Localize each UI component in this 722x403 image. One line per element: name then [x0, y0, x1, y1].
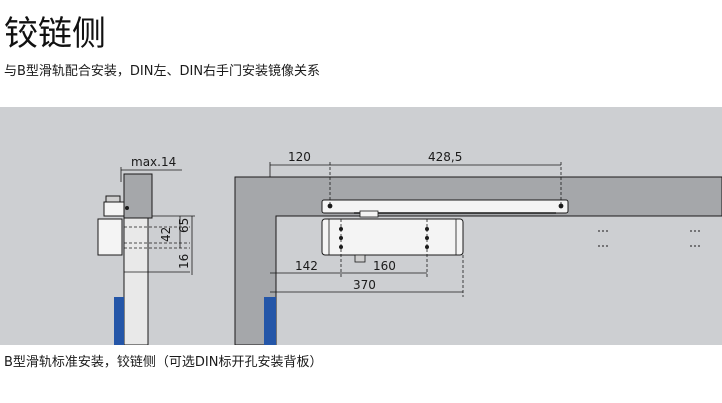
- dim-label-16: 16: [177, 254, 191, 269]
- closer-body-front: [321, 218, 464, 256]
- installation-diagram: max.14 42 65 16: [0, 107, 722, 345]
- dim-label-370: 370: [353, 278, 376, 292]
- diagram-caption: B型滑轨标准安装，铰链侧（可选DIN标开孔安装背板）: [4, 355, 323, 370]
- mounting-plate-front: [264, 297, 276, 345]
- dim-label-65: 65: [177, 218, 191, 233]
- dim-label-42: 42: [159, 227, 173, 242]
- pivot-pin: [125, 206, 129, 210]
- dim-label-max14: max.14: [131, 155, 176, 169]
- rail-slider: [359, 210, 379, 218]
- closer-arm-side: [103, 201, 125, 217]
- closer-spindle: [354, 254, 366, 263]
- page-subtitle: 与B型滑轨配合安装，DIN左、DIN右手门安装镜像关系: [4, 64, 321, 79]
- body-hole: [425, 236, 429, 240]
- closer-cap-side: [105, 195, 121, 203]
- dim-label-120: 120: [288, 150, 311, 164]
- front-view: 120 428,5 142 160 370: [234, 150, 722, 345]
- closer-body-side: [97, 218, 123, 256]
- side-view: max.14 42 65 16: [97, 155, 195, 345]
- slide-rail: [321, 199, 569, 214]
- body-hole: [339, 236, 343, 240]
- rail-screw: [327, 203, 333, 209]
- rail-screw: [558, 203, 564, 209]
- mounting-plate-side: [114, 297, 124, 345]
- frame-profile-side: [123, 173, 153, 219]
- dim-label-160: 160: [373, 259, 396, 273]
- dim-label-428-5: 428,5: [428, 150, 462, 164]
- dim-label-142: 142: [295, 259, 318, 273]
- page-title: 铰链侧: [4, 14, 106, 54]
